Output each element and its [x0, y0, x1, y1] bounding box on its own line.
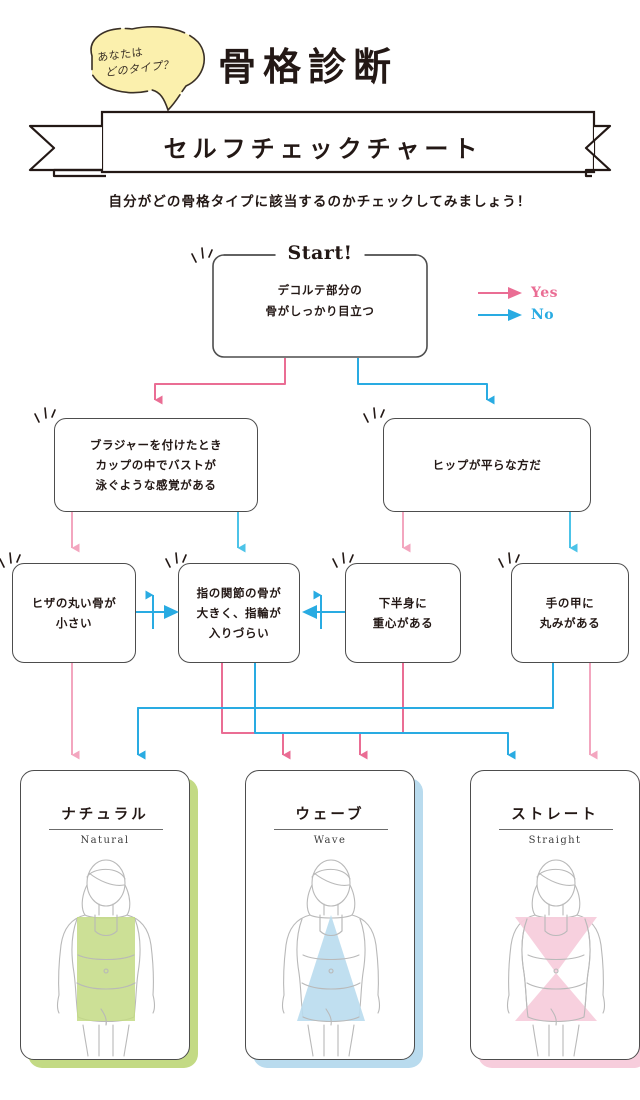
result-card-straight[interactable]: ストレート Straight [470, 770, 640, 1060]
ribbon-banner: セルフチェックチャート [14, 110, 626, 182]
node-q1-line2: 骨がしっかり目立つ [265, 304, 375, 319]
node-q3-line1: ヒップが平らな方だ [432, 457, 542, 472]
ribbon-title: セルフチェックチャート [163, 134, 483, 163]
node-start-text: デコルテ部分の 骨がしっかり目立つ [212, 280, 428, 323]
node-q7: 手の甲に 丸みがある [511, 563, 629, 663]
node-q2-line1: ブラジャーを付けたとき [89, 437, 223, 452]
node-q7-line2: 丸みがある [539, 616, 601, 630]
result-straight-jp: ストレート [511, 807, 599, 823]
body-figure-natural [56, 859, 156, 1057]
sparkle-icon-q6 [332, 552, 354, 568]
arrow-q6-to-q5 [302, 605, 345, 619]
legend: Yes No [478, 282, 558, 326]
result-wave-en: Wave [313, 835, 347, 846]
node-q2: ブラジャーを付けたとき カップの中でバストが 泳ぐような感覚がある [54, 418, 258, 512]
node-q1-line1: デコルテ部分の [277, 283, 363, 297]
start-label: Start! [275, 242, 365, 264]
body-figure-wave [281, 859, 381, 1057]
legend-no: No [478, 304, 558, 326]
node-q6: 下半身に 重心がある [345, 563, 461, 663]
sparkle-icon-start [191, 247, 213, 263]
node-q5: 指の関節の骨が 大きく、指輪が 入りづらい [178, 563, 300, 663]
legend-yes-label: Yes [531, 285, 559, 301]
result-card-wave[interactable]: ウェーブ Wave [245, 770, 415, 1060]
result-card-natural[interactable]: ナチュラル Natural [20, 770, 190, 1060]
sparkle-icon-q2 [34, 407, 56, 423]
legend-no-label: No [531, 307, 555, 323]
sparkle-icon-q4 [0, 552, 21, 568]
node-q6-line2: 重心がある [372, 616, 434, 630]
result-natural-jp: ナチュラル [61, 807, 149, 823]
node-q4: ヒザの丸い骨が 小さい [12, 563, 136, 663]
node-q4-line1: ヒザの丸い骨が [31, 595, 117, 610]
sparkle-icon-q5 [165, 552, 187, 568]
legend-yes: Yes [478, 282, 558, 304]
sparkle-icon-q3 [363, 407, 385, 423]
arrow-q4-to-q5 [136, 605, 179, 619]
node-q5-line1: 指の関節の骨が [196, 585, 282, 600]
node-q4-line2: 小さい [55, 616, 93, 630]
node-q5-line2: 大きく、指輪が [196, 605, 282, 620]
node-start: Start! デコルテ部分の 骨がしっかり目立つ [212, 242, 428, 358]
result-natural-en: Natural [80, 835, 130, 846]
result-natural-divider [49, 829, 163, 830]
node-q6-line1: 下半身に [378, 595, 428, 610]
yes-arrow-icon [478, 287, 522, 299]
result-wave-jp: ウェーブ [295, 807, 365, 823]
result-straight-divider [499, 829, 613, 830]
page-subtitle: 自分がどの骨格タイプに該当するのかチェックしてみましょう！ [108, 194, 532, 210]
page-title: 骨格診断 [218, 45, 399, 89]
node-q7-line1: 手の甲に [545, 595, 595, 610]
body-figure-straight [506, 859, 606, 1057]
node-q5-line3: 入りづらい [208, 626, 270, 641]
result-straight-en: Straight [528, 835, 582, 846]
result-wave-divider [274, 829, 388, 830]
node-q2-line2: カップの中でバストが [95, 457, 217, 472]
sparkle-icon-q7 [498, 552, 520, 568]
node-q3: ヒップが平らな方だ [383, 418, 591, 512]
node-q2-line3: 泳ぐような感覚がある [95, 478, 217, 493]
speech-bubble: あなたは どのタイプ？ [76, 22, 212, 114]
no-arrow-icon [478, 309, 522, 321]
